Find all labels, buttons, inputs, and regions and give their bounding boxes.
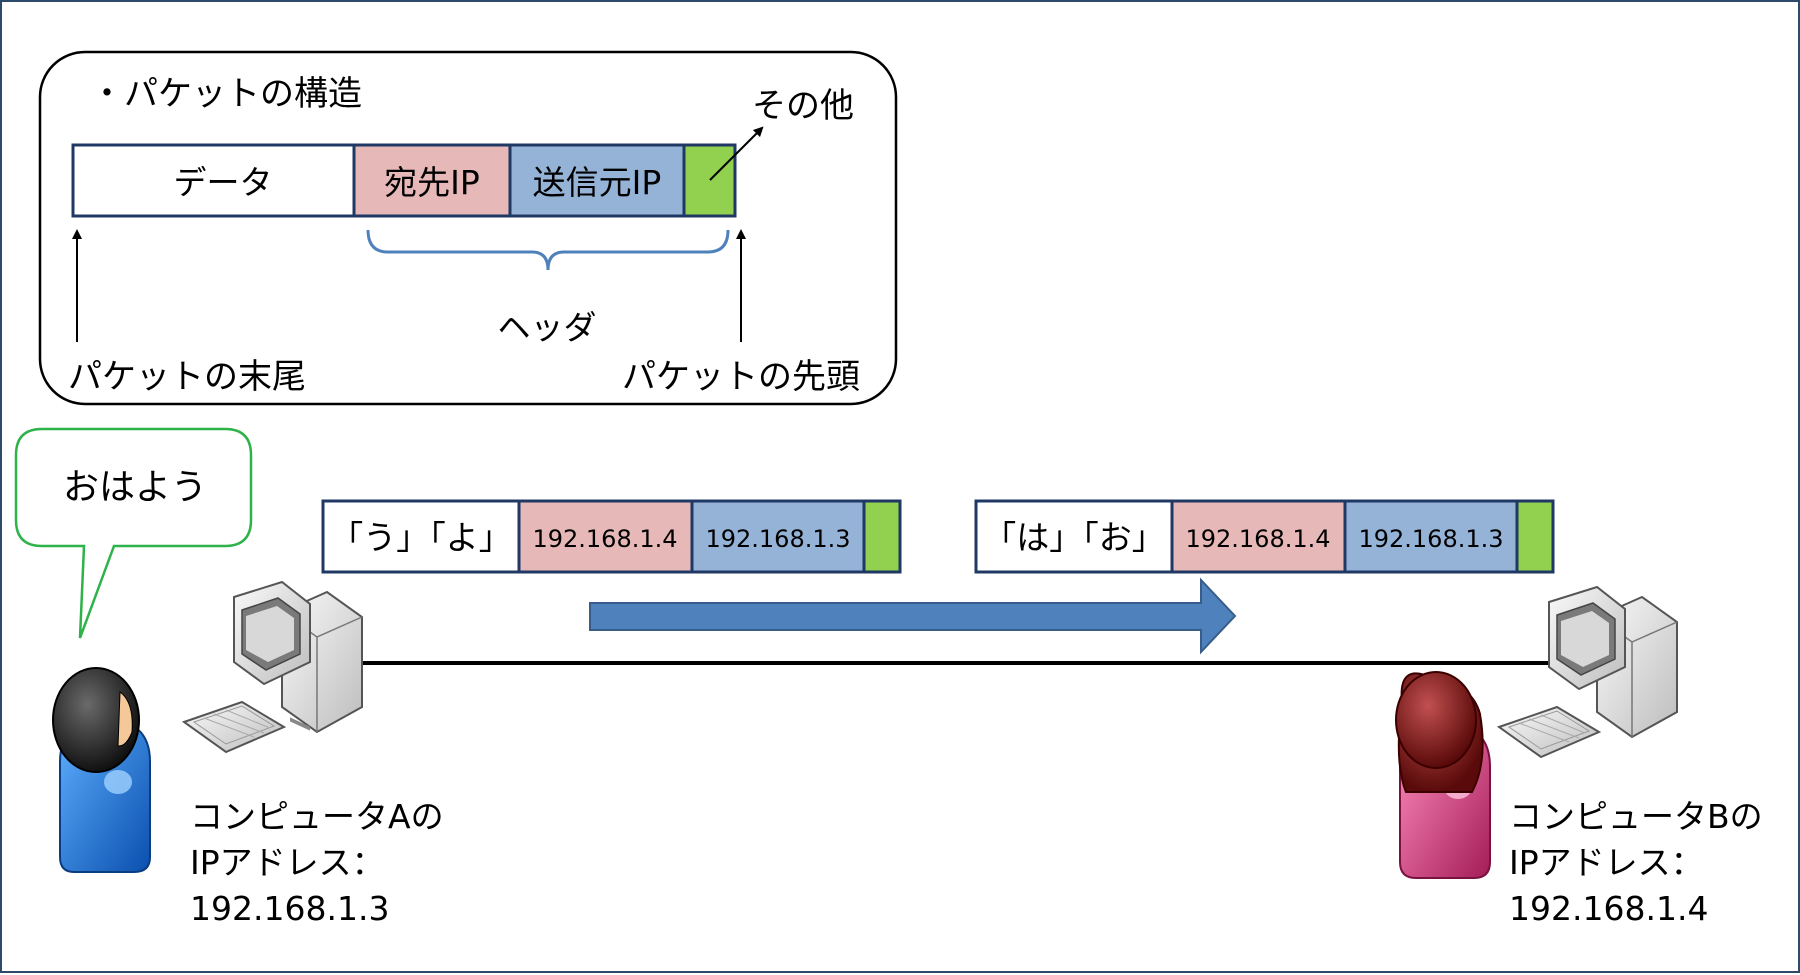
computer-b-label-line1: コンピュータBの bbox=[1509, 797, 1763, 836]
computer-a-label-line2: IPアドレス： bbox=[190, 843, 385, 882]
other-pointer-arrow bbox=[709, 126, 764, 181]
transfer-direction-arrow bbox=[589, 577, 1237, 655]
packet-1-src-ip-segment bbox=[690, 499, 866, 574]
packet-2-src-ip-segment bbox=[1343, 499, 1519, 574]
packet-2-other-segment bbox=[1515, 499, 1555, 574]
packet-2-dest-ip: 192.168.1.4 bbox=[1185, 525, 1330, 553]
speech-bubble: おはよう bbox=[14, 427, 253, 639]
packet-2-src-ip: 192.168.1.3 bbox=[1358, 525, 1503, 553]
packet-2: 「は」「お」 192.168.1.4 192.168.1.3 bbox=[974, 499, 1555, 574]
computer-b-label-line2: IPアドレス： bbox=[1509, 843, 1704, 882]
packet-head-label: パケットの先頭 bbox=[622, 357, 860, 397]
computer-a-ip-address: 192.168.1.3 bbox=[190, 889, 389, 928]
legend-box-border bbox=[38, 50, 898, 406]
legend-other-segment bbox=[682, 143, 737, 218]
speech-bubble-text: おはよう bbox=[63, 467, 207, 508]
person-b-icon bbox=[1395, 671, 1491, 879]
packet-tail-label: パケットの末尾 bbox=[68, 357, 306, 397]
speech-bubble-shape bbox=[14, 427, 253, 639]
packet-1-data-segment bbox=[321, 499, 521, 574]
computer-b-label: コンピュータBの IPアドレス： 192.168.1.4 bbox=[1509, 797, 1763, 928]
legend-dest-ip-label: 宛先IP bbox=[384, 163, 480, 202]
legend-title: ・パケットの構造 bbox=[90, 74, 362, 114]
legend-other-label: その他 bbox=[752, 86, 854, 126]
legend-src-ip-segment bbox=[508, 143, 686, 218]
packet-1-data: 「う」「よ」 bbox=[330, 518, 512, 557]
computer-b-icon bbox=[1496, 585, 1678, 759]
packet-1: 「う」「よ」 192.168.1.4 192.168.1.3 bbox=[321, 499, 902, 574]
computer-a-label: コンピュータAの IPアドレス： 192.168.1.3 bbox=[190, 797, 444, 928]
computer-a-icon bbox=[181, 580, 363, 754]
packet-structure-legend: ・パケットの構造 データ 宛先IP 送信元IP その他 ヘッダ パケットの末尾 … bbox=[38, 50, 898, 406]
legend-data-segment bbox=[71, 143, 356, 218]
legend-src-ip-label: 送信元IP bbox=[533, 163, 662, 202]
packet-1-dest-ip: 192.168.1.4 bbox=[532, 525, 677, 553]
legend-data-label: データ bbox=[174, 163, 273, 202]
header-brace bbox=[366, 229, 730, 271]
computer-a-label-line1: コンピュータAの bbox=[190, 797, 444, 836]
computer-b-ip-address: 192.168.1.4 bbox=[1509, 889, 1708, 928]
legend-dest-ip-segment bbox=[352, 143, 512, 218]
person-a-icon bbox=[52, 667, 151, 873]
packet-1-src-ip: 192.168.1.3 bbox=[705, 525, 850, 553]
packet-1-other-segment bbox=[862, 499, 902, 574]
packet-1-dest-ip-segment bbox=[517, 499, 694, 574]
legend-header-label: ヘッダ bbox=[498, 308, 597, 347]
packet-2-data: 「は」「お」 bbox=[983, 518, 1165, 557]
